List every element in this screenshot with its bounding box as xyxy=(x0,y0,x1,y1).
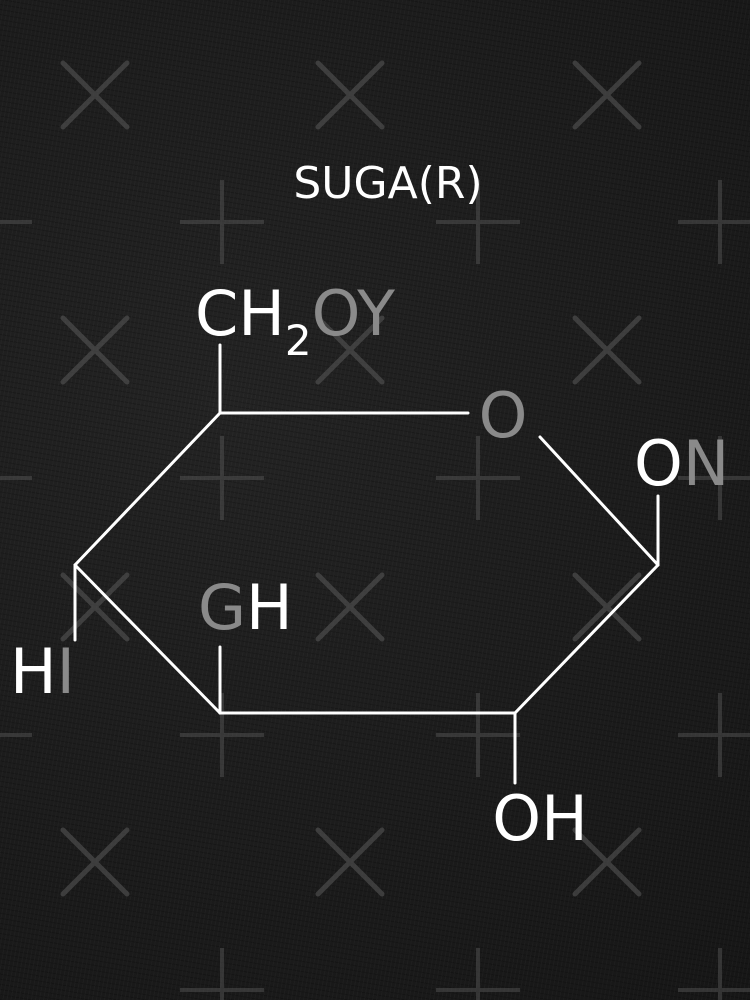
plus-mark-icon xyxy=(0,220,32,224)
ring-oxygen-label: O xyxy=(479,379,528,452)
plus-mark-icon xyxy=(0,733,32,737)
bond-c3-c4 xyxy=(73,563,222,715)
plus-mark-icon xyxy=(180,693,264,777)
plus-mark-icon xyxy=(180,436,264,520)
hi-i-text: I xyxy=(57,635,75,708)
ch2-text: CH xyxy=(195,277,285,350)
plus-mark-icon xyxy=(678,436,750,520)
bond-c4-c5 xyxy=(73,411,222,567)
x-cross-icon xyxy=(572,827,642,897)
hi-label: HI xyxy=(10,635,75,708)
bond-o-c1 xyxy=(538,435,660,567)
x-cross-icon xyxy=(315,827,385,897)
x-cross-icon xyxy=(60,315,130,385)
oy-text: OY xyxy=(312,277,395,350)
plus-mark-icon xyxy=(180,948,264,1000)
gh-g-text: G xyxy=(198,571,246,644)
plus-mark-icon xyxy=(436,436,520,520)
ring-bonds xyxy=(73,343,660,785)
plus-mark-icon xyxy=(0,476,32,480)
title: SUGA(R) xyxy=(293,158,482,209)
x-cross-icon xyxy=(60,60,130,130)
plus-mark-icon xyxy=(678,693,750,777)
x-cross-icon xyxy=(315,60,385,130)
oh-label: OH xyxy=(492,782,587,855)
gh-label: GH xyxy=(198,571,293,644)
x-cross-icon xyxy=(572,572,642,642)
hi-h-text: H xyxy=(10,635,57,708)
x-cross-icon xyxy=(315,315,385,385)
bond-c1-c2 xyxy=(513,563,660,715)
x-cross-icon xyxy=(572,315,642,385)
x-cross-icon xyxy=(315,572,385,642)
plus-mark-icon xyxy=(180,180,264,264)
plus-mark-icon xyxy=(436,693,520,777)
x-cross-icon xyxy=(572,60,642,130)
plus-mark-icon xyxy=(436,180,520,264)
plus-mark-icon xyxy=(436,948,520,1000)
watermark-layer xyxy=(0,60,750,1000)
on-n-text: N xyxy=(683,427,729,500)
plus-mark-icon xyxy=(678,180,750,264)
gh-h-text: H xyxy=(246,571,293,644)
ch2oy-label: CH2OY xyxy=(195,277,395,365)
plus-mark-icon xyxy=(678,948,750,1000)
on-o-text: O xyxy=(634,427,683,500)
ch2-subscript: 2 xyxy=(285,316,312,365)
on-label: ON xyxy=(634,427,729,500)
x-cross-icon xyxy=(60,827,130,897)
